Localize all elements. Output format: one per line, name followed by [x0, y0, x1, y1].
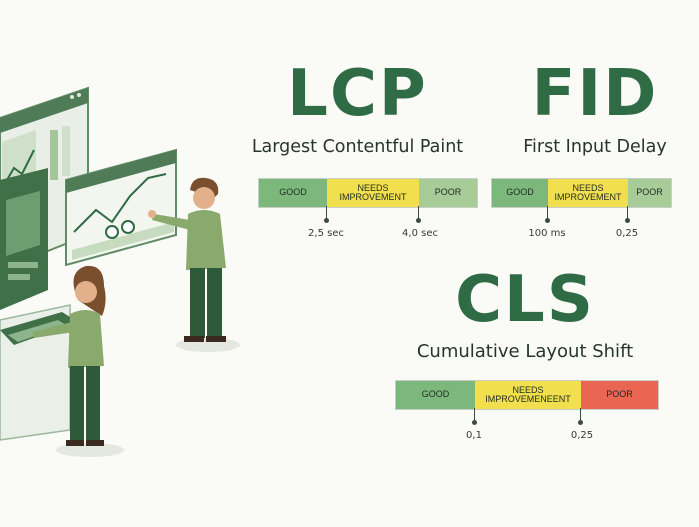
lcp-full-name: Largest Contentful Paint [251, 137, 464, 157]
fid-poor-segment: POOR [628, 179, 671, 207]
cls-needs-improvement-segment: NEEDS IMPROVEMENEENT [475, 381, 581, 409]
woman-figure [32, 265, 124, 457]
lcp-good-segment: GOOD [259, 179, 327, 207]
lcp-acronym: LCP [287, 57, 428, 131]
fid-tick-2 [625, 206, 630, 223]
fid-block: FID First Input Delay [505, 62, 685, 157]
cls-threshold-2: 0,25 [570, 430, 594, 441]
cls-threshold-1: 0,1 [466, 430, 482, 441]
cls-tick-1 [472, 408, 477, 425]
lcp-threshold-1: 2,5 sec [308, 228, 344, 239]
lcp-threshold-bar: GOOD NEEDS IMPROVEMENT POOR [258, 178, 478, 208]
cls-poor-segment: POOR [581, 381, 658, 409]
cls-threshold-bar: GOOD NEEDS IMPROVEMENEENT POOR [395, 380, 659, 410]
man-figure [148, 177, 240, 352]
lcp-block: LCP Largest Contentful Paint [230, 62, 485, 157]
lcp-threshold-2: 4,0 sec [402, 228, 438, 239]
fid-threshold-2: 0,25 [615, 228, 639, 239]
cls-good-segment: GOOD [396, 381, 475, 409]
dashboard-panel-left [0, 168, 48, 310]
cls-full-name: Cumulative Layout Shift [416, 341, 634, 362]
fid-good-segment: GOOD [492, 179, 548, 207]
fid-tick-1 [545, 206, 550, 223]
lcp-tick-1 [324, 206, 329, 223]
fid-acronym: FID [531, 57, 659, 131]
console-desk [0, 304, 78, 441]
fid-needs-improvement-segment: NEEDS IMPROVEMENT [548, 179, 628, 207]
cls-tick-2 [578, 408, 583, 425]
cls-acronym: CLS [455, 263, 595, 337]
fid-full-name: First Input Delay [523, 137, 667, 157]
lcp-poor-segment: POOR [419, 179, 477, 207]
fid-threshold-1: 100 ms [528, 228, 566, 239]
fid-threshold-bar: GOOD NEEDS IMPROVEMENT POOR [491, 178, 672, 208]
people-with-dashboards-illustration [0, 86, 240, 457]
lcp-needs-improvement-segment: NEEDS IMPROVEMENT [327, 179, 419, 207]
dashboard-panel-chart [65, 148, 177, 267]
lcp-tick-2 [416, 206, 421, 223]
cls-block: CLS Cumulative Layout Shift [380, 268, 670, 361]
